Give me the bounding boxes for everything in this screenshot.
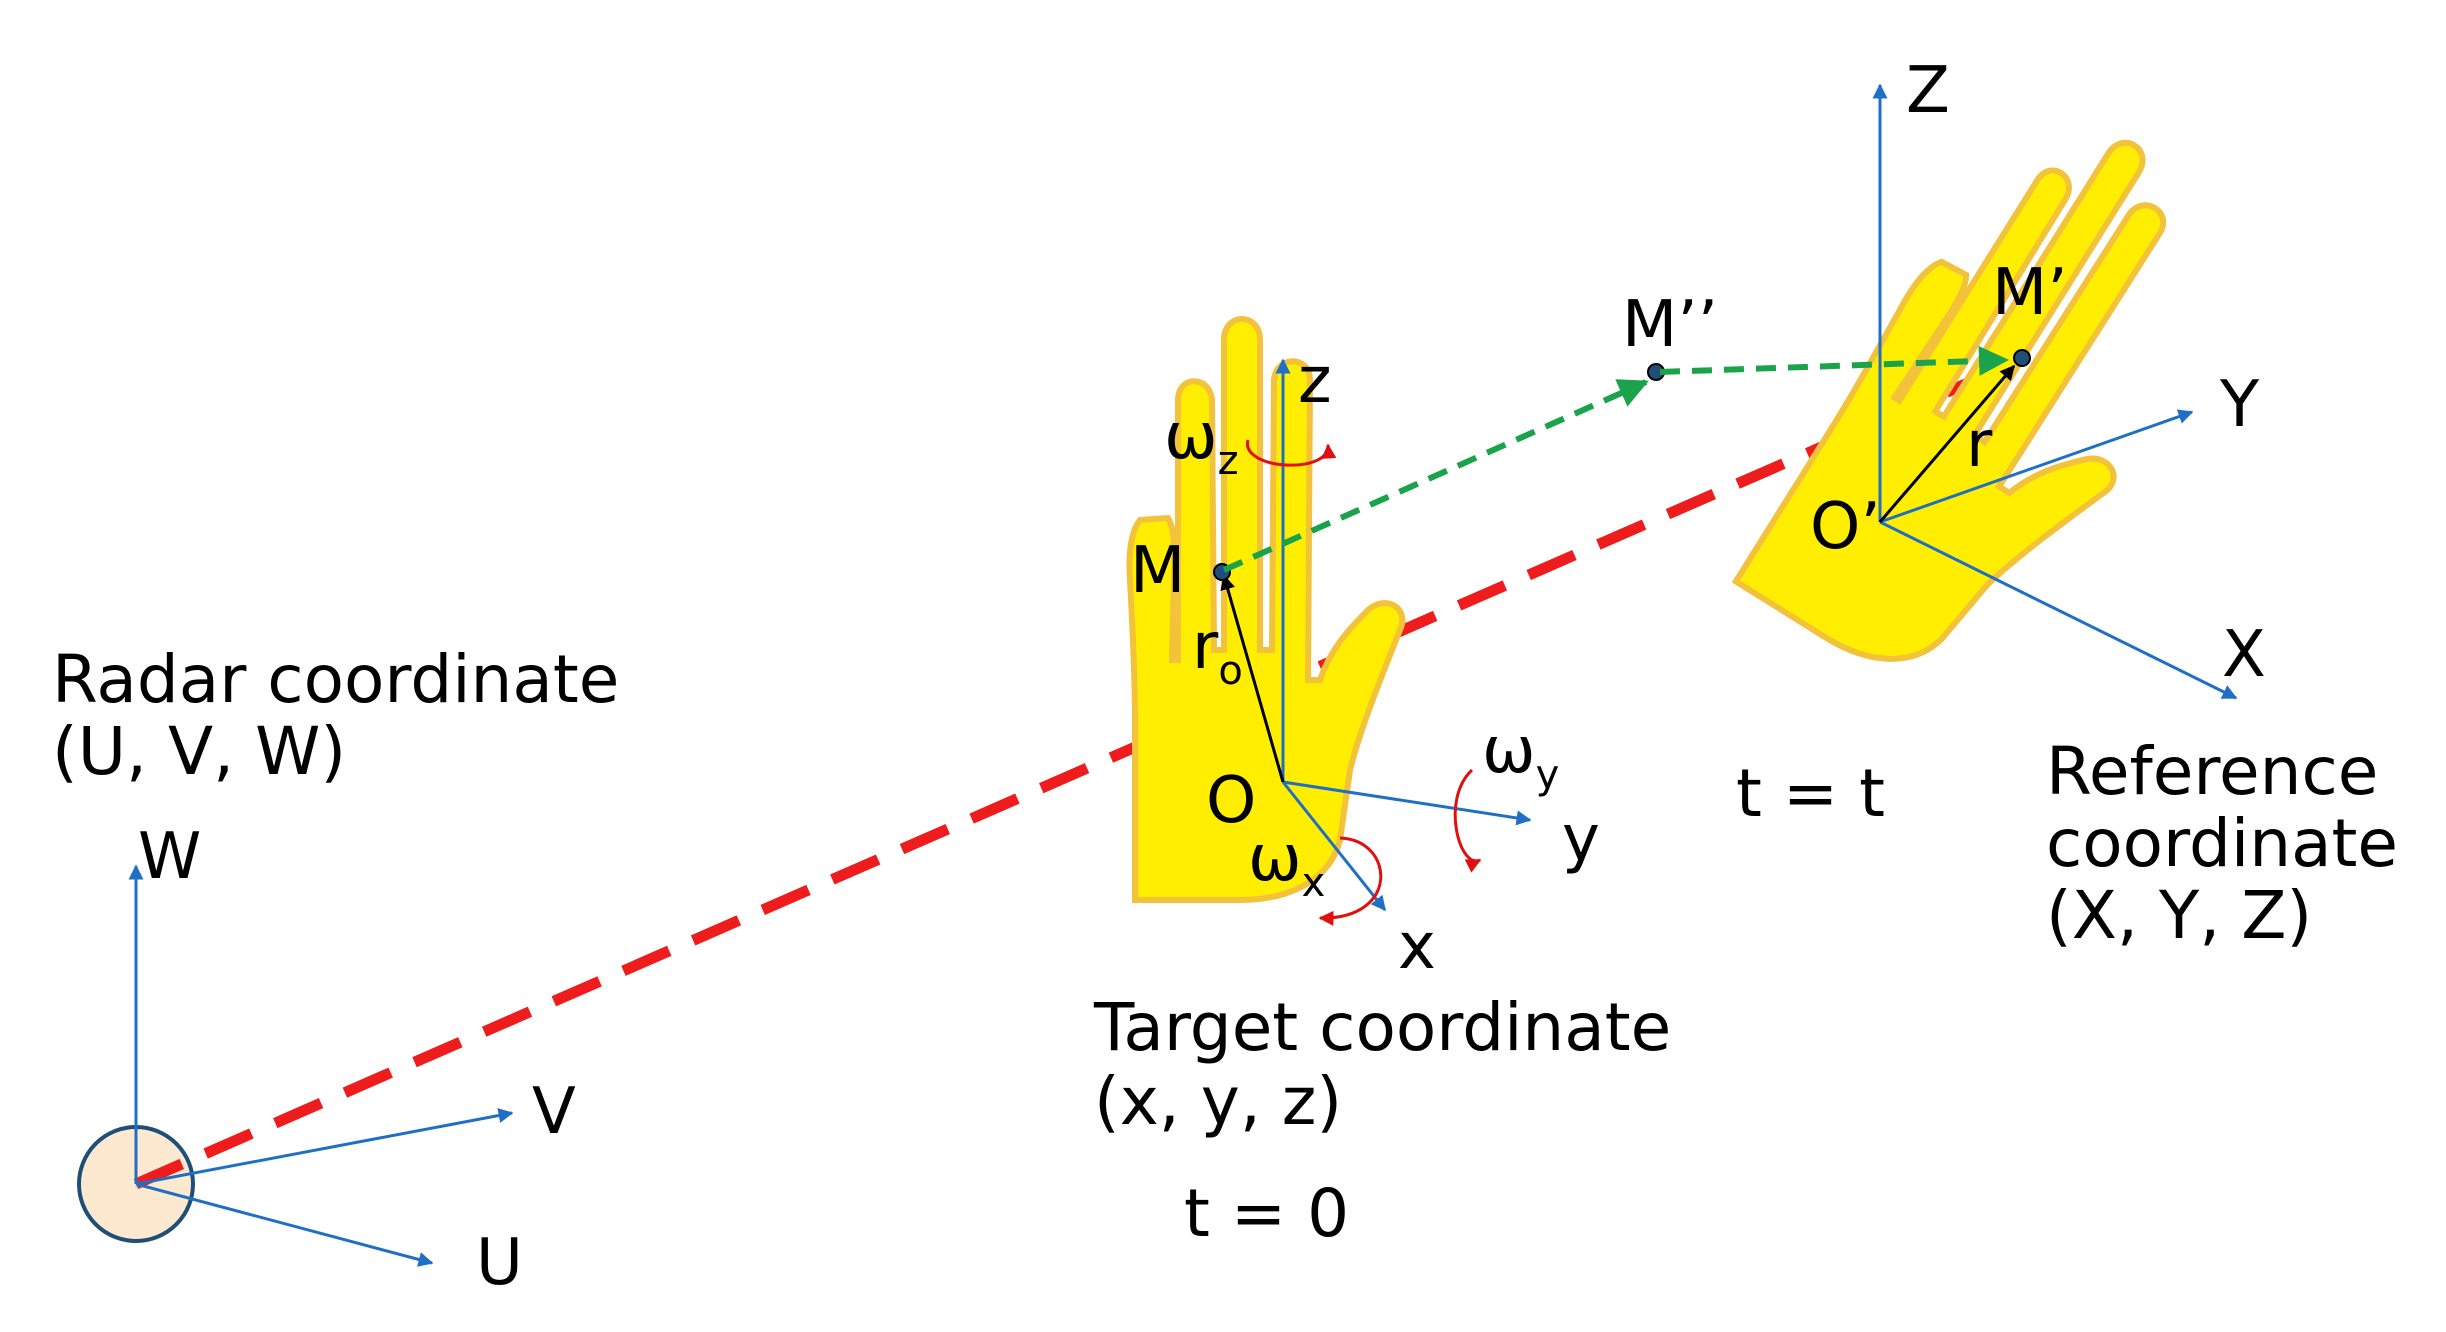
- intermediate-point-label: M’’: [1622, 288, 1718, 362]
- omega-x-rotation-icon: [1318, 836, 1383, 926]
- reference-vector-r-label: r: [1966, 408, 1993, 482]
- reference-origin-label: O’: [1810, 490, 1881, 564]
- reference-axis-y-label: Y: [2219, 368, 2260, 442]
- reference-hand-icon: [1731, 86, 2270, 723]
- radar-axis-w-label: W: [138, 820, 201, 894]
- target-vector-r0-label: ro: [1192, 610, 1243, 694]
- target-origin-label: O: [1206, 764, 1256, 838]
- target-axis-y-label: y: [1562, 802, 1600, 876]
- reference-title-line3: (X, Y, Z): [2046, 877, 2312, 954]
- omega-z-label: ωz: [1164, 400, 1239, 484]
- reference-title-line1: Reference: [2046, 733, 2378, 810]
- target-title-line2: (x, y, z): [1094, 1063, 1342, 1140]
- reference-axis-z-label: Z: [1906, 54, 1950, 128]
- omega-x-label: ωx: [1248, 822, 1325, 906]
- omega-z-rotation-icon: [1246, 439, 1337, 467]
- target-time-label: t = 0: [1184, 1175, 1349, 1252]
- radar-axis-v-label: V: [532, 1075, 576, 1149]
- reference-vector-r: [1878, 364, 2016, 523]
- target-axis-y: [1282, 780, 1532, 826]
- omega-y-label: ωy: [1482, 714, 1559, 798]
- reference-time-label: t = t: [1736, 755, 1885, 832]
- radar-axis-v: [135, 1108, 514, 1186]
- reference-title-line2: coordinate: [2046, 805, 2398, 882]
- target-vector-r0: [1220, 574, 1285, 783]
- radar-axis-u: [135, 1182, 434, 1267]
- target-axis-x-label: x: [1398, 910, 1436, 984]
- line-of-sight: [133, 352, 2028, 1190]
- reference-point-m-prime-label: M’: [1992, 256, 2068, 330]
- target-point-m-label: M: [1130, 534, 1185, 608]
- reference-axis-x-label: X: [2222, 618, 2266, 692]
- radar-title-line1: Radar coordinate: [52, 641, 619, 718]
- reference-point-m-prime: [2013, 349, 2031, 367]
- reference-axis-x: [1879, 520, 2238, 700]
- target-title-line1: Target coordinate: [1093, 989, 1671, 1066]
- target-axis-x: [1281, 781, 1387, 912]
- radar-title-line2: (U, V, W): [52, 713, 346, 790]
- omega-y-rotation-icon: [1453, 768, 1482, 873]
- target-axis-z-label: z: [1298, 344, 1332, 418]
- motion-path-segment-2: [1659, 345, 2009, 376]
- reference-axis-y: [1879, 409, 2194, 524]
- motion-path-segment-1: [1222, 379, 1649, 573]
- radar-axis-u-label: U: [476, 1226, 523, 1300]
